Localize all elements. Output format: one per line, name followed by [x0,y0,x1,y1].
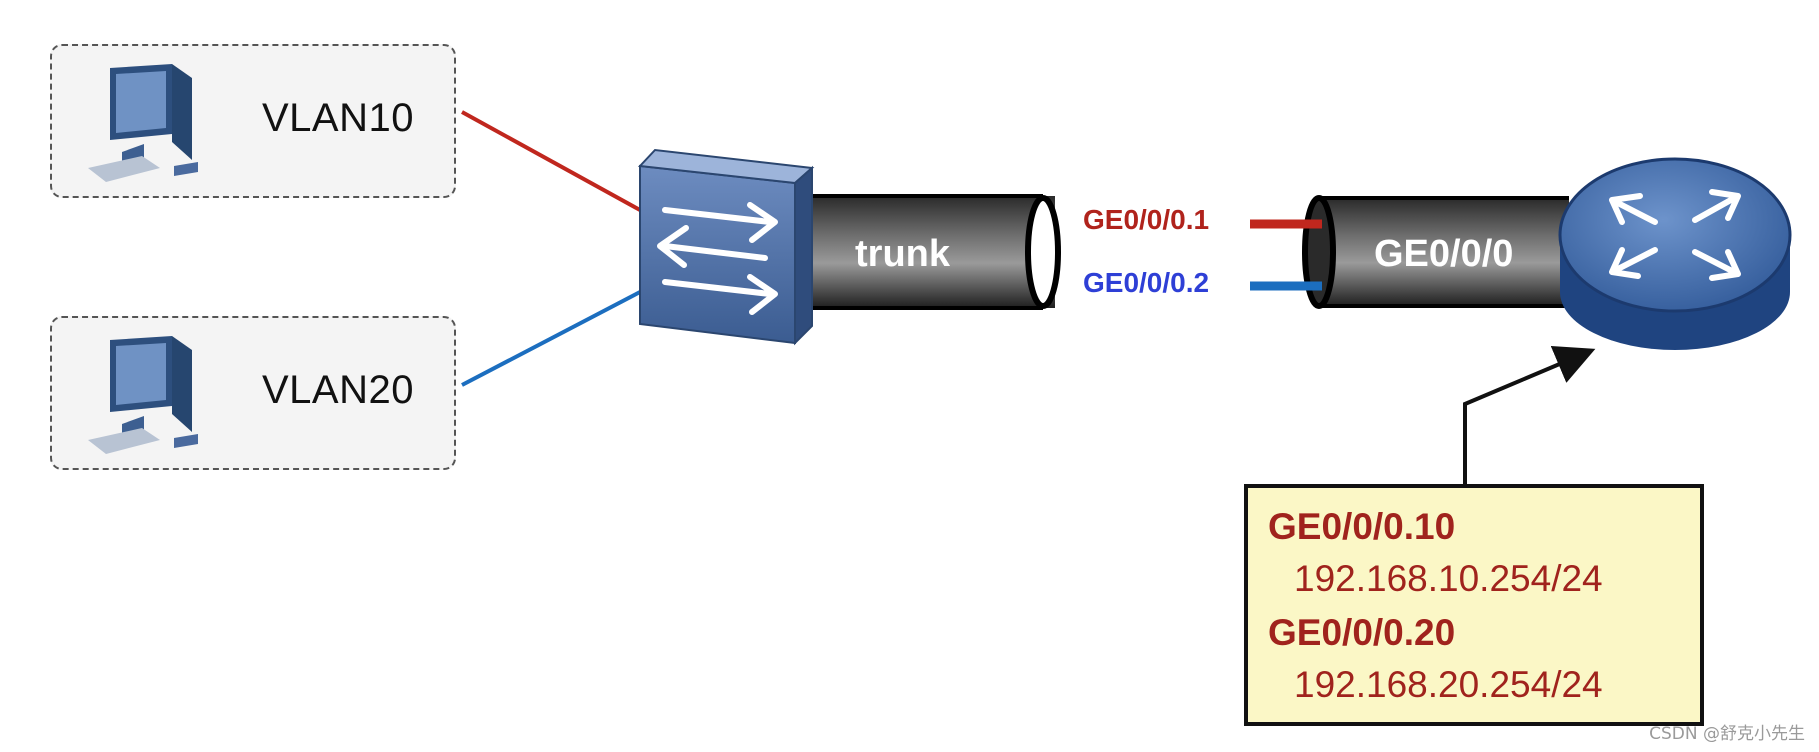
pc-icon [88,64,198,182]
trunk-pipe: trunk [800,194,1061,310]
vlan20-label: VLAN20 [262,368,414,412]
watermark: CSDN @舒克小先生 [1649,724,1805,744]
info-ip-2: 192.168.20.254/24 [1294,664,1603,705]
vlan10-link [461,110,641,212]
trunk-label: trunk [855,233,951,275]
pc-icon [88,336,198,454]
vlan10-label: VLAN10 [262,96,414,140]
vlan20-host-group: VLAN20 [50,316,456,470]
router-port-label: GE0/0/0 [1374,233,1513,275]
info-interface-1: GE0/0/0.10 [1268,506,1456,547]
info-interface-2: GE0/0/0.20 [1268,612,1456,653]
info-ip-1: 192.168.10.254/24 [1294,558,1603,599]
vlan10-host-group: VLAN10 [50,44,456,198]
subif-1-label: GE0/0/0.1 [1083,204,1209,235]
router-pipe: GE0/0/0 [1302,195,1569,309]
callout-arrow [1463,346,1596,484]
subif-2-label: GE0/0/0.2 [1083,267,1209,298]
vlan20-link [461,290,641,387]
subinterface-info-box: GE0/0/0.10 192.168.10.254/24 GE0/0/0.20 … [1244,484,1704,726]
switch-icon [637,148,815,346]
router-icon [1558,157,1792,350]
